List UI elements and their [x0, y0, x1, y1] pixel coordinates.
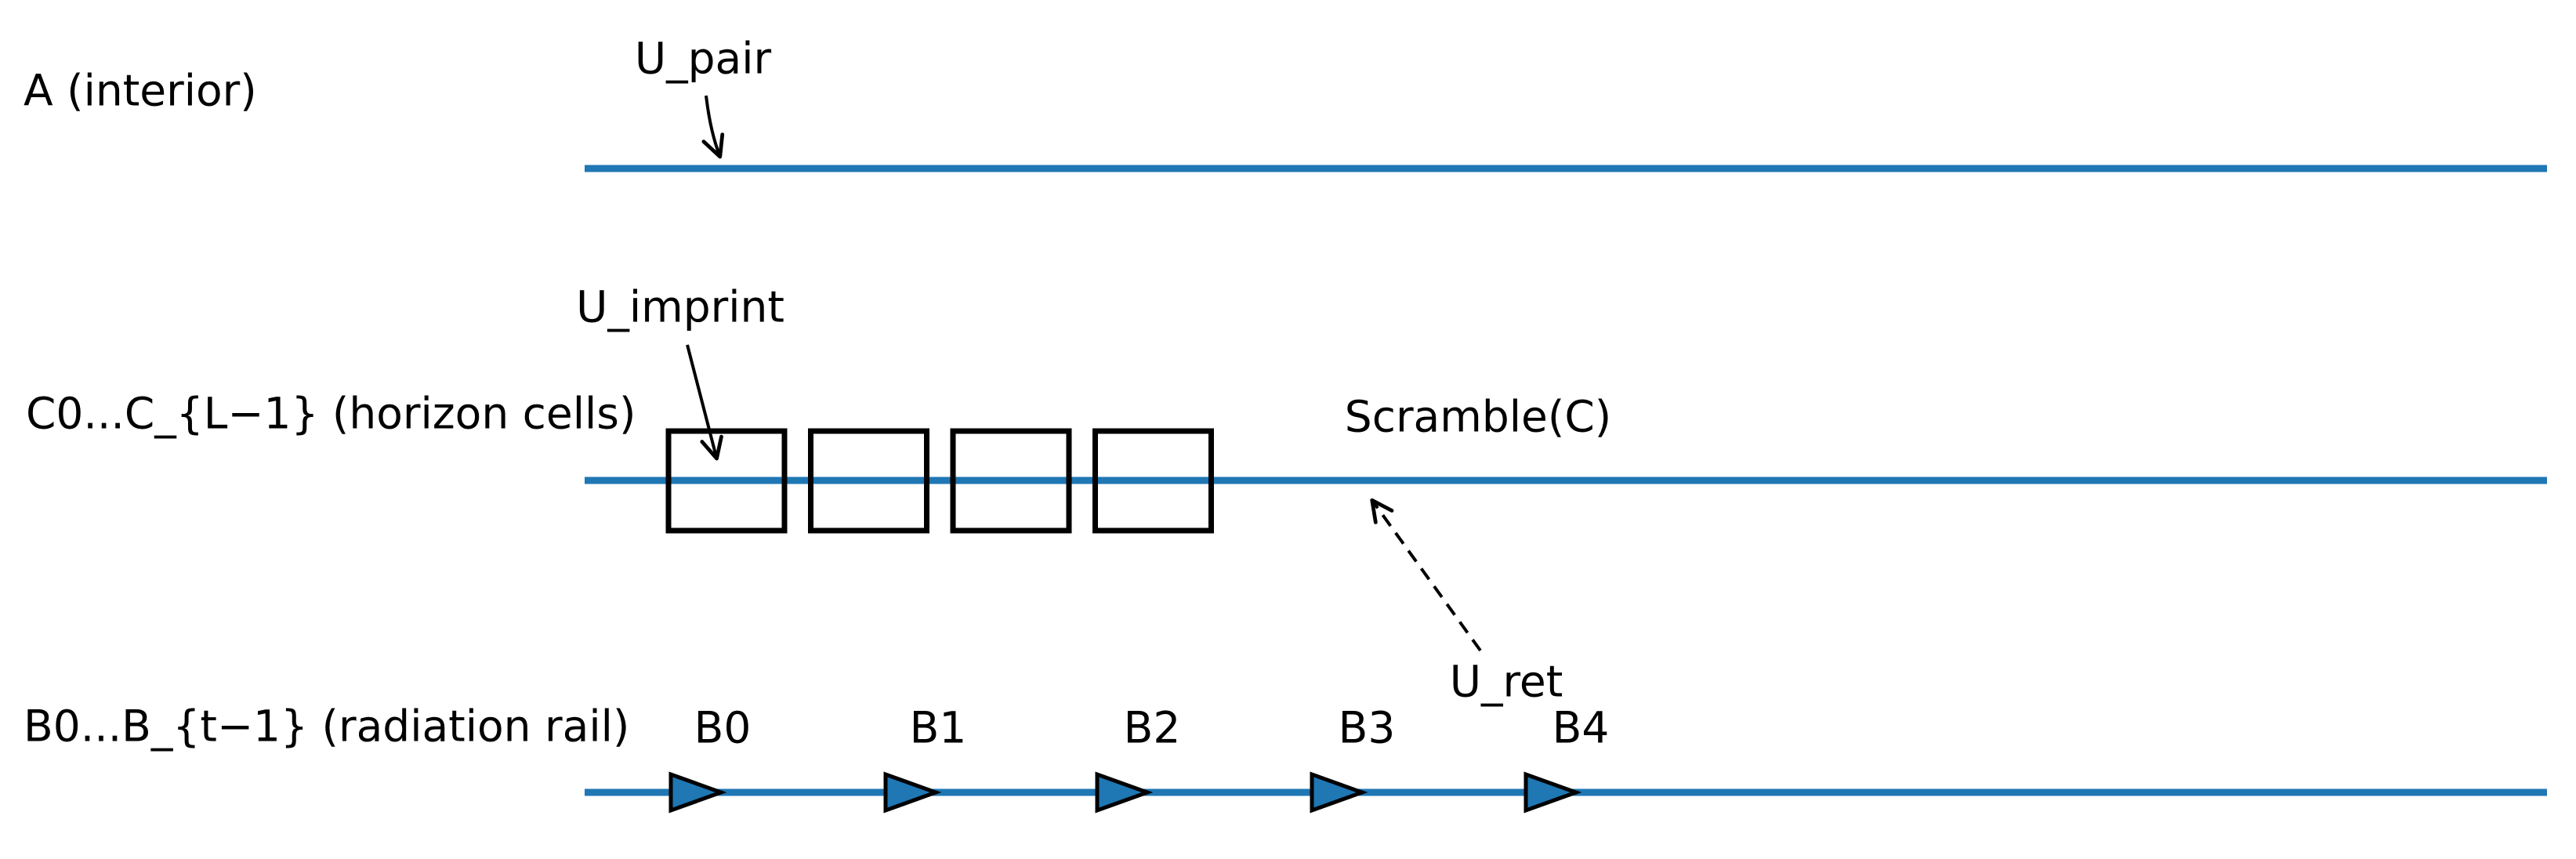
u-imprint-label: U_imprint: [576, 281, 784, 332]
radiation-arrow-marker: [883, 771, 942, 814]
radiation-arrow-marker: [1523, 771, 1582, 814]
scramble-label: Scramble(C): [1344, 391, 1612, 442]
u-ret-dashed-arrow: [1370, 498, 1482, 652]
u-ret-label: U_ret: [1449, 656, 1563, 707]
radiation-marker-label: B0: [694, 702, 752, 753]
radiation-marker-label: B1: [909, 702, 967, 753]
radiation-arrow-marker: [668, 771, 727, 814]
radiation-marker-label: B4: [1552, 702, 1610, 753]
horizon-cell-box: [665, 428, 788, 534]
u-pair-arrow: [701, 95, 725, 159]
radiation-marker-label: B2: [1123, 702, 1181, 753]
interior-rail-label: A (interior): [24, 65, 257, 116]
horizon-cell-box: [808, 428, 929, 534]
u-pair-label: U_pair: [634, 33, 772, 84]
radiation-rail-label: B0...B_{t−1} (radiation rail): [24, 701, 630, 752]
horizon-cell-box: [1092, 428, 1214, 534]
radiation-arrow-marker: [1095, 771, 1154, 814]
u-imprint-arrow: [686, 344, 723, 461]
horizon-cell-box: [950, 428, 1072, 534]
radiation-marker-label: B3: [1338, 702, 1396, 753]
radiation-arrow-marker: [1310, 771, 1368, 814]
horizon-rail-label: C0...C_{L−1} (horizon cells): [26, 388, 636, 439]
